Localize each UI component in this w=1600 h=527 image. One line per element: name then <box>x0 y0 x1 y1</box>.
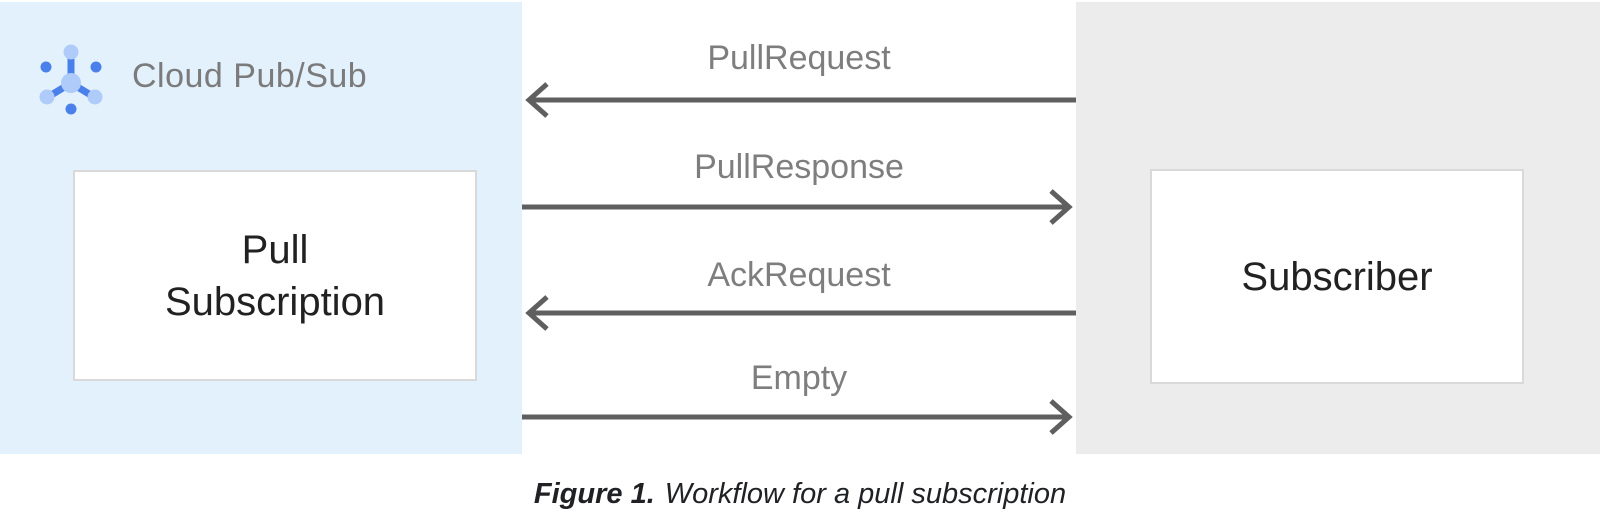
figure-caption: Figure 1. Workflow for a pull subscriptio… <box>0 478 1600 511</box>
subscriber-box: Subscriber <box>1150 169 1524 384</box>
figure-caption-text: Workflow for a pull subscription <box>664 478 1067 510</box>
pubsub-panel: Cloud Pub/Sub Pull Subscription <box>0 2 522 454</box>
message-label-pullrequest: PullRequest <box>707 39 891 77</box>
arrow-left-icon <box>525 295 1076 331</box>
pubsub-brand-label: Cloud Pub/Sub <box>132 56 368 95</box>
pull-subscription-box: Pull Subscription <box>73 170 477 381</box>
message-label-ackrequest: AckRequest <box>707 256 891 294</box>
pubsub-brand: Cloud Pub/Sub <box>36 36 367 116</box>
message-label-pullresponse: PullResponse <box>694 148 904 186</box>
cloud-pubsub-icon <box>39 44 103 115</box>
arrow-right-icon <box>522 189 1073 225</box>
arrow-left-icon <box>525 82 1076 118</box>
message-label-empty: Empty <box>750 359 848 397</box>
figure-caption-number: Figure 1. <box>533 478 655 510</box>
arrow-right-icon <box>522 399 1073 435</box>
